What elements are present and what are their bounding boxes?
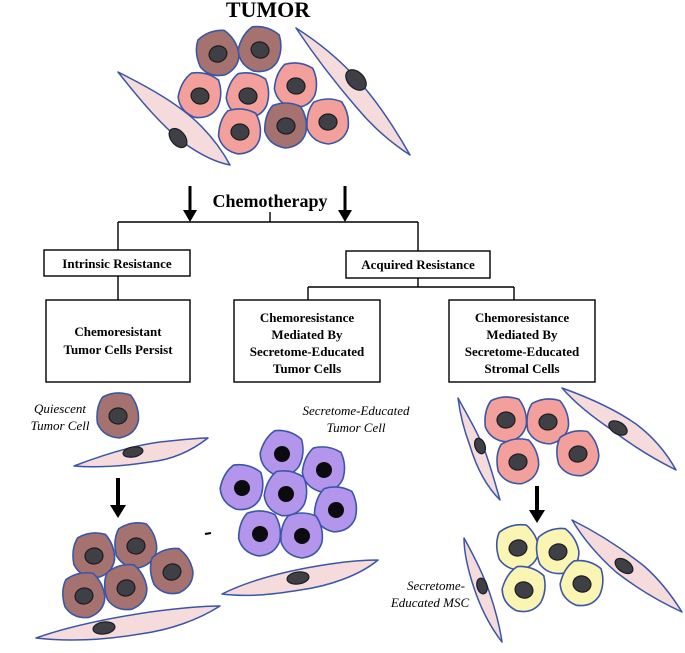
tumor-cell [263, 101, 308, 150]
acquired-resistance-box: Acquired Resistance [345, 250, 491, 279]
cell-nucleus [508, 453, 528, 471]
intrinsic-resistance-box: Intrinsic Resistance [43, 249, 191, 277]
outcome-line: Mediated By [486, 327, 558, 342]
educated-stromal-group: Secretome- Educated MSC [390, 387, 683, 643]
quiescent-label: Tumor Cell [31, 418, 90, 433]
tumor-cell [143, 542, 200, 601]
outcome-line: Stromal Cells [484, 361, 559, 376]
tumor-cell [305, 97, 350, 146]
tumor-cluster-top [117, 21, 411, 166]
cell-nucleus [318, 113, 338, 131]
outcome-line: Secretome-Educated [465, 344, 580, 359]
acquired-resistance-label: Acquired Resistance [361, 257, 475, 272]
cell-nucleus [162, 563, 182, 581]
cell-nucleus [84, 547, 104, 565]
tumor-cell [189, 24, 246, 83]
tumor-cell [98, 559, 153, 616]
quiescent-label: Quiescent [34, 401, 86, 416]
cell-nucleus [496, 411, 516, 429]
tumor-cell [57, 568, 110, 623]
educated-msc-label: Secretome- [407, 578, 465, 593]
down-arrow [110, 478, 126, 518]
diagram-title: TUMOR [226, 0, 311, 22]
cell-nucleus [328, 502, 344, 518]
quiescent-cell-group: Quiescent Tumor Cell [31, 390, 221, 641]
stray-mark [204, 532, 212, 535]
outcome-line: Chemoresistance [260, 310, 355, 325]
cell-nucleus [572, 575, 592, 593]
stromal-tumor-cell [551, 426, 604, 481]
cell-nucleus [230, 123, 250, 141]
cell-nucleus [126, 537, 146, 555]
outcome-line: Tumor Cells Persist [63, 342, 173, 357]
educated-msc-label: Educated MSC [390, 595, 470, 610]
quiescent-tumor-cell [94, 390, 141, 441]
educated-msc-cell [490, 519, 545, 576]
tumor-cell [271, 59, 321, 112]
chemotherapy-label: Chemotherapy [213, 191, 328, 211]
chemotherapy-arrow-right [338, 186, 352, 222]
educated-tumor-cell [311, 484, 360, 535]
cell-nucleus [316, 462, 332, 478]
outcome-line: Mediated By [271, 327, 343, 342]
tree-connectors [117, 212, 515, 300]
cell-nucleus [274, 446, 290, 462]
educated-tumor-cell [298, 443, 349, 496]
tumor-cell [173, 67, 227, 124]
educated-tumor-cell [215, 459, 269, 516]
stromal-tumor-cell [492, 435, 543, 488]
cell-nucleus [208, 45, 228, 63]
outcome-line: Chemoresistant [74, 324, 162, 339]
fibroblast-cell [35, 605, 221, 641]
outcome-box-chemoresistant-persist: Chemoresistant Tumor Cells Persist [45, 299, 191, 383]
outcome-box-educated-stromal: Chemoresistance Mediated By Secretome-Ed… [448, 299, 596, 383]
fibroblast-cell [295, 27, 411, 156]
educated-tumor-cell [236, 509, 283, 558]
educated-tumor-cell [280, 512, 324, 559]
educated-tumor-label: Secretome-Educated [302, 403, 410, 418]
outcome-line: Chemoresistance [475, 310, 570, 325]
cell-nucleus [252, 526, 268, 542]
tumor-cell [110, 519, 161, 573]
cell-nucleus [190, 87, 210, 105]
intrinsic-resistance-label: Intrinsic Resistance [62, 256, 172, 271]
chemotherapy-arrow-left [183, 186, 197, 222]
educated-msc-cell [554, 555, 609, 612]
educated-msc-cell [530, 523, 585, 581]
tumor-cell [216, 106, 264, 157]
cell-nucleus [286, 77, 306, 95]
stromal-tumor-cell [482, 395, 529, 444]
outcome-line: Secretome-Educated [250, 344, 365, 359]
outcome-box-educated-tumor: Chemoresistance Mediated By Secretome-Ed… [233, 299, 381, 383]
tumor-cell [232, 21, 288, 78]
tumor-cell [222, 68, 274, 123]
down-arrow [529, 486, 545, 523]
cell-nucleus [548, 543, 568, 561]
educated-tumor-cell [254, 424, 310, 483]
cell-nucleus [294, 528, 310, 544]
stromal-tumor-cell [523, 396, 572, 447]
cell-nucleus [514, 581, 534, 599]
educated-tumor-cell [259, 466, 312, 521]
cell-nucleus [108, 407, 128, 425]
cell-nucleus [116, 579, 136, 597]
educated-tumor-label: Tumor Cell [327, 420, 386, 435]
cell-nucleus [234, 480, 250, 496]
cell-nucleus [250, 41, 270, 59]
tumor-cell [69, 529, 118, 582]
educated-msc-cell [496, 560, 552, 619]
cell-nucleus [508, 539, 528, 557]
cell-nucleus [568, 445, 588, 463]
outcome-line: Tumor Cells [273, 361, 341, 376]
cell-nucleus [276, 117, 296, 135]
educated-tumor-group: Secretome-Educated Tumor Cell [204, 403, 410, 597]
cell-nucleus [238, 87, 258, 105]
fibroblast-cell [117, 71, 231, 166]
cell-nucleus [74, 587, 94, 605]
cell-nucleus [278, 486, 294, 502]
cell-nucleus [538, 413, 558, 431]
